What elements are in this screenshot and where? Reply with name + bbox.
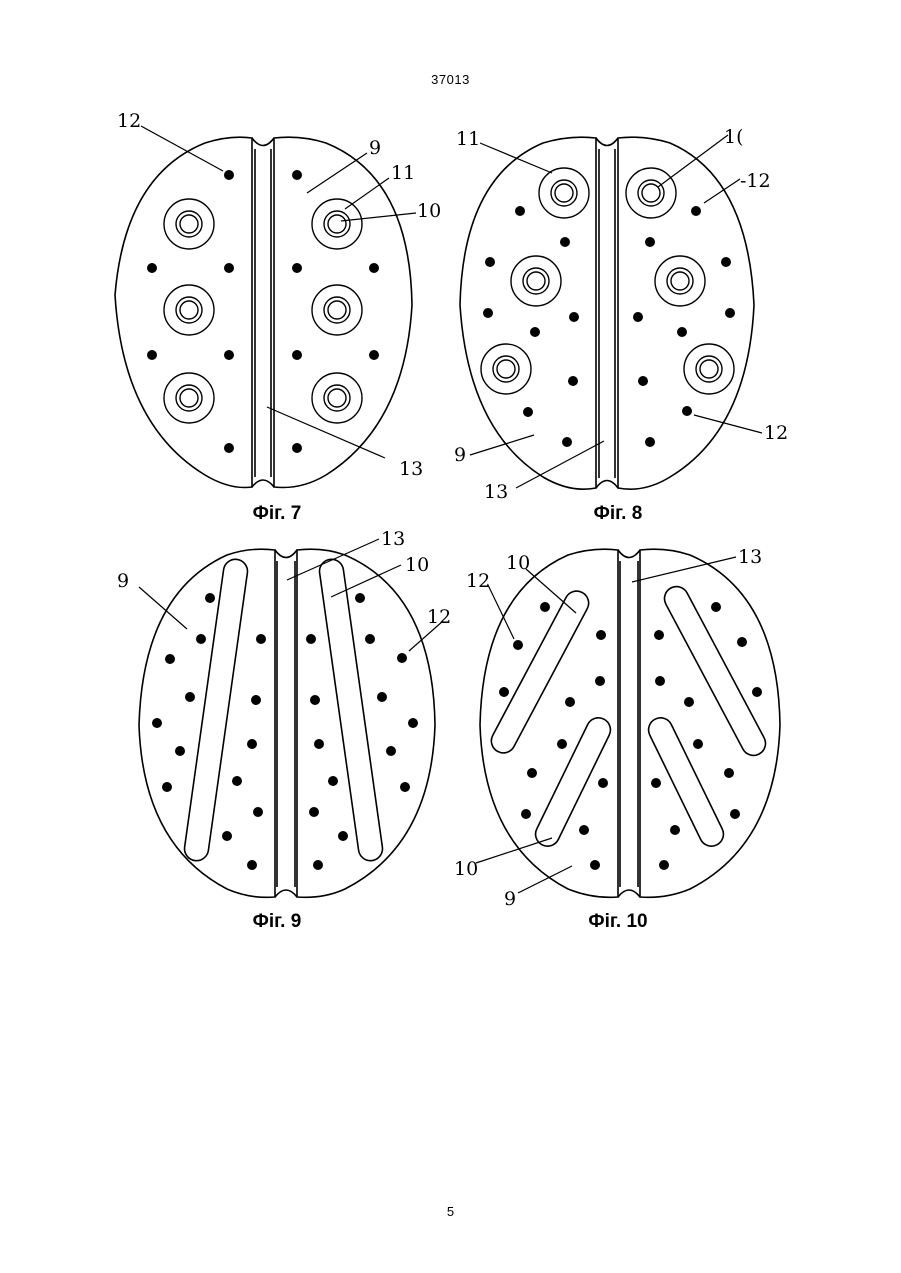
ref-label: 12 xyxy=(466,570,490,592)
figure-9-drawing: 13 10 9 12 xyxy=(105,525,450,915)
figure-7: 12 9 11 10 13 Фіг. 7 xyxy=(105,105,445,535)
figure-10-drawing: 10 13 12 10 9 xyxy=(448,525,793,915)
ref-label: 12 xyxy=(427,606,450,628)
figure-9-caption: Фіг. 9 xyxy=(197,911,357,933)
figure-8-drawing: 11 1( -12 12 9 13 xyxy=(448,105,793,505)
ref-label: 9 xyxy=(504,888,516,910)
figure-7-caption: Фіг. 7 xyxy=(197,503,357,525)
ref-label: 9 xyxy=(454,444,466,466)
ref-label: 10 xyxy=(506,552,530,574)
figure-10-caption: Фіг. 10 xyxy=(538,911,698,933)
ref-label: 13 xyxy=(399,458,423,480)
ref-label: 10 xyxy=(454,858,478,880)
ref-label: -12 xyxy=(740,170,771,192)
ref-label: 11 xyxy=(456,128,480,150)
ref-label: 12 xyxy=(764,422,788,444)
page-number: 5 xyxy=(0,1204,901,1219)
ref-label: 9 xyxy=(117,570,129,592)
page-header: 37013 xyxy=(0,72,901,87)
figure-8-caption: Фіг. 8 xyxy=(538,503,698,525)
figure-9: 13 10 9 12 Фіг. 9 xyxy=(105,525,450,945)
ref-label: 13 xyxy=(484,481,508,503)
figure-7-drawing: 12 9 11 10 13 xyxy=(105,105,445,505)
ref-label: 13 xyxy=(381,528,405,550)
ref-label: 10 xyxy=(417,200,441,222)
ref-label: 10 xyxy=(405,554,429,576)
figure-10: 10 13 12 10 9 Фіг. 10 xyxy=(448,525,793,945)
ref-label: 9 xyxy=(369,137,381,159)
ref-label: 13 xyxy=(738,546,762,568)
ref-label: 1( xyxy=(724,126,744,148)
ref-label: 12 xyxy=(117,110,141,132)
ref-label: 11 xyxy=(391,162,415,184)
figure-8: 11 1( -12 12 9 13 Фіг. 8 xyxy=(448,105,793,535)
